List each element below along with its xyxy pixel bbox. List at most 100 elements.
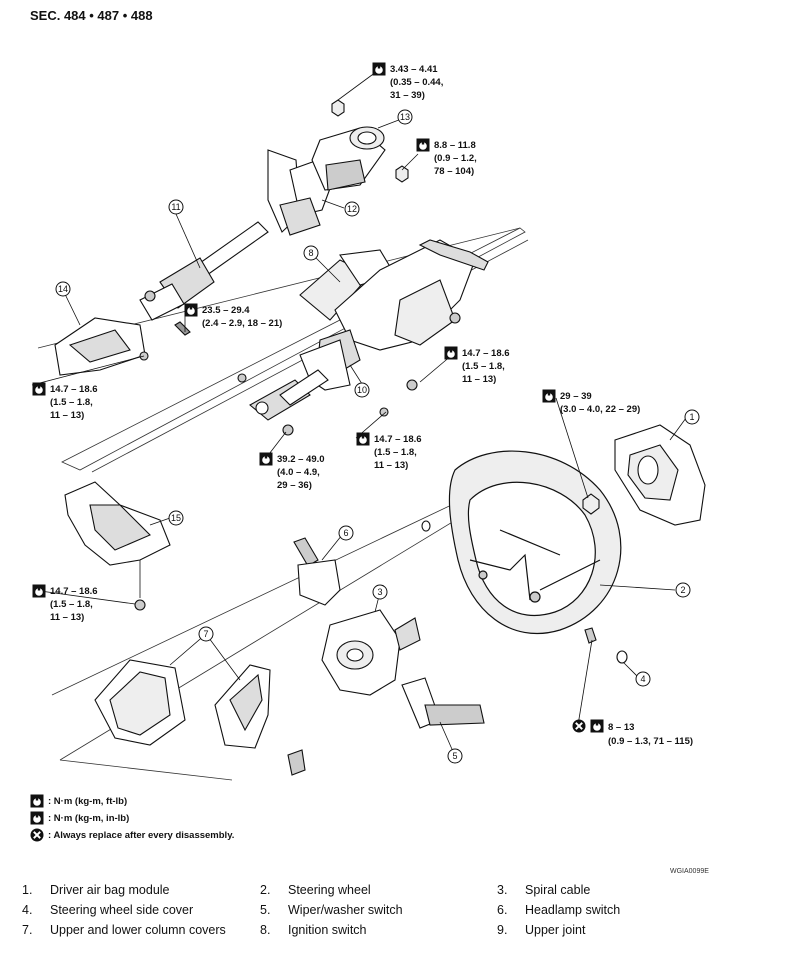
torque-spec-t9: 14.7 – 18.6 (1.5 – 1.8, 11 – 13) [32,584,98,623]
spiral-cable [321,609,421,696]
part-label: Spiral cable [525,883,591,897]
svg-text:(1.5 – 1.8,: (1.5 – 1.8, [462,361,505,372]
svg-text:(0.9 – 1.2,: (0.9 – 1.2, [434,153,477,164]
column-upper-boot [311,99,409,191]
callout-7: 7 [198,626,214,642]
torque-spec-t1: 3.43 – 4.41 (0.35 – 0.44, 31 – 39) [372,62,443,101]
part-label: Upper and lower column covers [50,923,226,937]
svg-text:5: 5 [452,751,457,761]
part-number: 9. [497,923,508,937]
svg-text:6: 6 [343,528,348,538]
svg-text:8: 8 [308,248,313,258]
part-label: Steering wheel [288,883,371,897]
wrench-icon [30,794,44,808]
svg-text:12: 12 [347,204,357,214]
svg-text:11 – 13): 11 – 13) [462,374,496,385]
svg-text:14.7 – 18.6: 14.7 – 18.6 [374,434,422,445]
lower-bracket-14 [54,317,149,376]
bracket-15 [64,481,171,611]
callout-10: 10 [354,382,370,398]
svg-text:(4.0 – 4.9,: (4.0 – 4.9, [277,467,320,478]
svg-text:3.43 – 4.41: 3.43 – 4.41 [390,64,438,75]
part-label: Upper joint [525,923,586,937]
leader-lines [31,71,687,757]
svg-text:(0.9 – 1.3, 71 – 115): (0.9 – 1.3, 71 – 115) [608,736,693,747]
svg-text:4: 4 [640,674,645,684]
torque-spec-t7: 39.2 – 49.0 (4.0 – 4.9, 29 – 36) [259,452,325,491]
svg-text:11 – 13): 11 – 13) [50,612,84,623]
callout-3: 3 [372,584,388,600]
steering-column-assembly [299,239,489,417]
svg-text:29 – 36): 29 – 36) [277,480,312,491]
replace-x-icon [30,828,44,842]
svg-text:39.2 – 49.0: 39.2 – 49.0 [277,454,325,465]
steering-wheel [448,450,622,635]
figure-reference-code: WGIA0099E [670,868,709,875]
section-title: SEC. 484 • 487 • 488 [30,8,153,23]
legend-inlb-text: : N·m (kg-m, in-lb) [48,812,130,824]
torque-spec-t3: 23.5 – 29.4 (2.4 – 2.9, 18 – 21) [184,303,282,329]
svg-text:(1.5 – 1.8,: (1.5 – 1.8, [50,599,93,610]
callout-1: 1 [684,409,700,425]
callout-6: 6 [338,525,354,541]
svg-text:7: 7 [203,629,208,639]
svg-text:3: 3 [377,587,382,597]
svg-text:(0.35 – 0.44,: (0.35 – 0.44, [390,77,443,88]
callout-11: 11 [168,199,184,215]
torque-spec-t8: 14.7 – 18.6 (1.5 – 1.8, 11 – 13) [356,432,422,471]
part-number: 6. [497,903,508,917]
part-number: 5. [260,903,271,917]
svg-text:8.8 – 11.8: 8.8 – 11.8 [434,140,476,151]
driver-air-bag-module [582,424,706,526]
svg-text:(3.0 – 4.0, 22 – 29): (3.0 – 4.0, 22 – 29) [560,404,640,415]
part-label: Ignition switch [288,923,367,937]
part-label: Steering wheel side cover [50,903,194,917]
svg-text:15: 15 [171,513,181,523]
svg-text:(1.5 – 1.8,: (1.5 – 1.8, [50,397,93,408]
svg-text:2: 2 [680,585,685,595]
callout-8: 8 [303,245,319,261]
svg-text:11 – 13): 11 – 13) [374,460,408,471]
small-parts [421,520,628,664]
steering-column-exploded-diagram: 3.43 – 4.41 (0.35 – 0.44, 31 – 39) 8.8 –… [31,62,706,781]
svg-text:78 – 104): 78 – 104) [434,166,474,177]
part-number: 4. [22,903,33,917]
part-number: 1. [22,883,33,897]
callout-2: 2 [675,582,691,598]
callout-14: 14 [55,281,71,297]
svg-text:11: 11 [171,202,180,212]
column-covers [94,659,306,776]
part-number: 7. [22,923,33,937]
upper-joint [237,369,329,436]
legend-inlb: : N·m (kg-m, in-lb) [30,811,129,825]
svg-text:10: 10 [357,385,367,395]
svg-text:14: 14 [58,284,68,294]
callout-13: 13 [397,109,413,125]
legend-ftlb-text: : N·m (kg-m, ft-lb) [48,795,128,807]
svg-text:14.7 – 18.6: 14.7 – 18.6 [462,348,510,359]
legend-ftlb: : N·m (kg-m, ft-lb) [30,794,127,808]
part-number: 3. [497,883,508,897]
torque-spec-t4: 14.7 – 18.6 (1.5 – 1.8, 11 – 13) [32,382,98,421]
svg-text:31 – 39): 31 – 39) [390,90,425,101]
svg-text:1: 1 [689,412,694,422]
callout-5: 5 [447,748,463,764]
svg-text:23.5 – 29.4: 23.5 – 29.4 [202,305,250,316]
svg-text:8 – 13: 8 – 13 [608,722,634,733]
svg-text:(1.5 – 1.8,: (1.5 – 1.8, [374,447,417,458]
part-number: 8. [260,923,271,937]
svg-text:(2.4 – 2.9, 18 – 21): (2.4 – 2.9, 18 – 21) [202,318,282,329]
torque-spec-t10: 8 – 13 (0.9 – 1.3, 71 – 115) [572,719,693,747]
torque-spec-t2: 8.8 – 11.8 (0.9 – 1.2, 78 – 104) [416,138,477,177]
legend-replace-text: : Always replace after every disassembly… [48,829,235,841]
part-label: Driver air bag module [50,883,170,897]
wiper-washer-switch [401,677,485,729]
torque-spec-t6: 29 – 39 (3.0 – 4.0, 22 – 29) [542,389,640,415]
svg-text:11 – 13): 11 – 13) [50,410,84,421]
lower-shaft [139,221,269,336]
svg-text:14.7 – 18.6: 14.7 – 18.6 [50,384,98,395]
wrench-icon [30,811,44,825]
part-label: Wiper/washer switch [288,903,403,917]
part-number: 2. [260,883,271,897]
part-label: Headlamp switch [525,903,621,917]
